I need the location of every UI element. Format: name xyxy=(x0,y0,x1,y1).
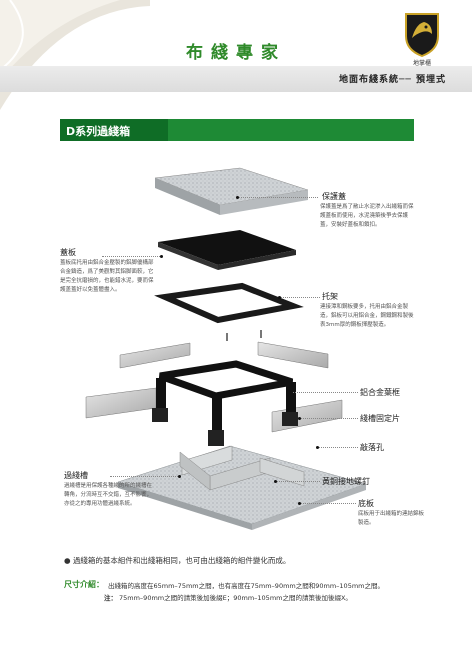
intro-note-label: 注： xyxy=(104,594,117,602)
alloy-frame-part xyxy=(152,360,298,446)
brand-logo-icon xyxy=(405,13,439,58)
band-title: 地面布綫系統── 預埋式 xyxy=(339,75,446,85)
desc-protective-cover: 保護蓋是爲了敝止水泥渗入出綫箱而保護蓋板而使用，水泥澆築後爭去保護蓋，安裝好蓋板… xyxy=(320,204,414,228)
label-base-plate: 底板 xyxy=(358,499,374,508)
page-title: 布綫專家 xyxy=(186,43,286,63)
intro-note: 注：75mm–90mm之間的請策後加後綴E；90mm–105mm之間的請策後加後… xyxy=(104,592,352,602)
desc-base-plate: 底板用于出綫箱的連結錦板製造。 xyxy=(358,511,425,526)
label-knockout-hole: 敲落孔 xyxy=(360,443,384,452)
footer-note-text: 過綫箱的基本組件和出綫箱相同，也可由出綫箱的組件變化而成。 xyxy=(72,556,291,565)
label-bracket: 托架 xyxy=(322,292,338,301)
intro-note-text: 75mm–90mm之間的請策後加後綴E；90mm–105mm之間的請策後加後綴X… xyxy=(119,594,352,602)
desc-bracket: 連接潭和鋼板要多，托用由鋁合金製造，鋁板可以用鋁合金，鋼鐵鋼和製後表3mm厚的鋼… xyxy=(320,304,414,328)
section-tab xyxy=(60,119,168,141)
intro-label: 尺寸介紹： xyxy=(64,580,104,589)
label-wire-box: 過綫槽 xyxy=(64,471,88,480)
desc-wire-box: 過綫槽是用保護各種綫的所的綫槽在轉角，分流時互不交錯，互不影響，亦從之的專用功體… xyxy=(64,483,153,507)
bracket-part xyxy=(154,282,304,324)
logo-text: 地掌櫃 xyxy=(412,60,431,67)
section-title: D系列過綫箱 xyxy=(66,125,131,138)
title-band xyxy=(0,66,472,92)
label-ground-screw: 黃銅接地螺釘 xyxy=(322,477,370,486)
label-cover-plate: 蓋板 xyxy=(60,248,76,257)
screws xyxy=(226,330,262,341)
label-fixing-piece: 綫槽固定片 xyxy=(360,414,400,423)
label-alloy-frame: 鋁合金葉框 xyxy=(360,388,400,397)
protective-cover-part xyxy=(154,167,309,215)
wire-trough-part xyxy=(179,445,305,491)
footer-note: ● 過綫箱的基本組件和出綫箱相同，也可由出綫箱的組件變化而成。 xyxy=(64,556,291,565)
intro-text: 出綫箱的高度在65mm–75mm之間，也有高度在75mm–90mm之間和90mm… xyxy=(108,582,384,590)
corner-decoration xyxy=(0,0,150,110)
desc-cover-plate: 蓋板底托用由鋁合金壓製的鋁脚優構部合金鑄造，爲了美觀對其鋁脚面較，它是完全抗磨損… xyxy=(60,260,154,293)
cover-plate-part xyxy=(158,230,296,270)
exploded-diagram xyxy=(85,167,367,530)
label-protective-cover: 保護蓋 xyxy=(322,192,346,201)
